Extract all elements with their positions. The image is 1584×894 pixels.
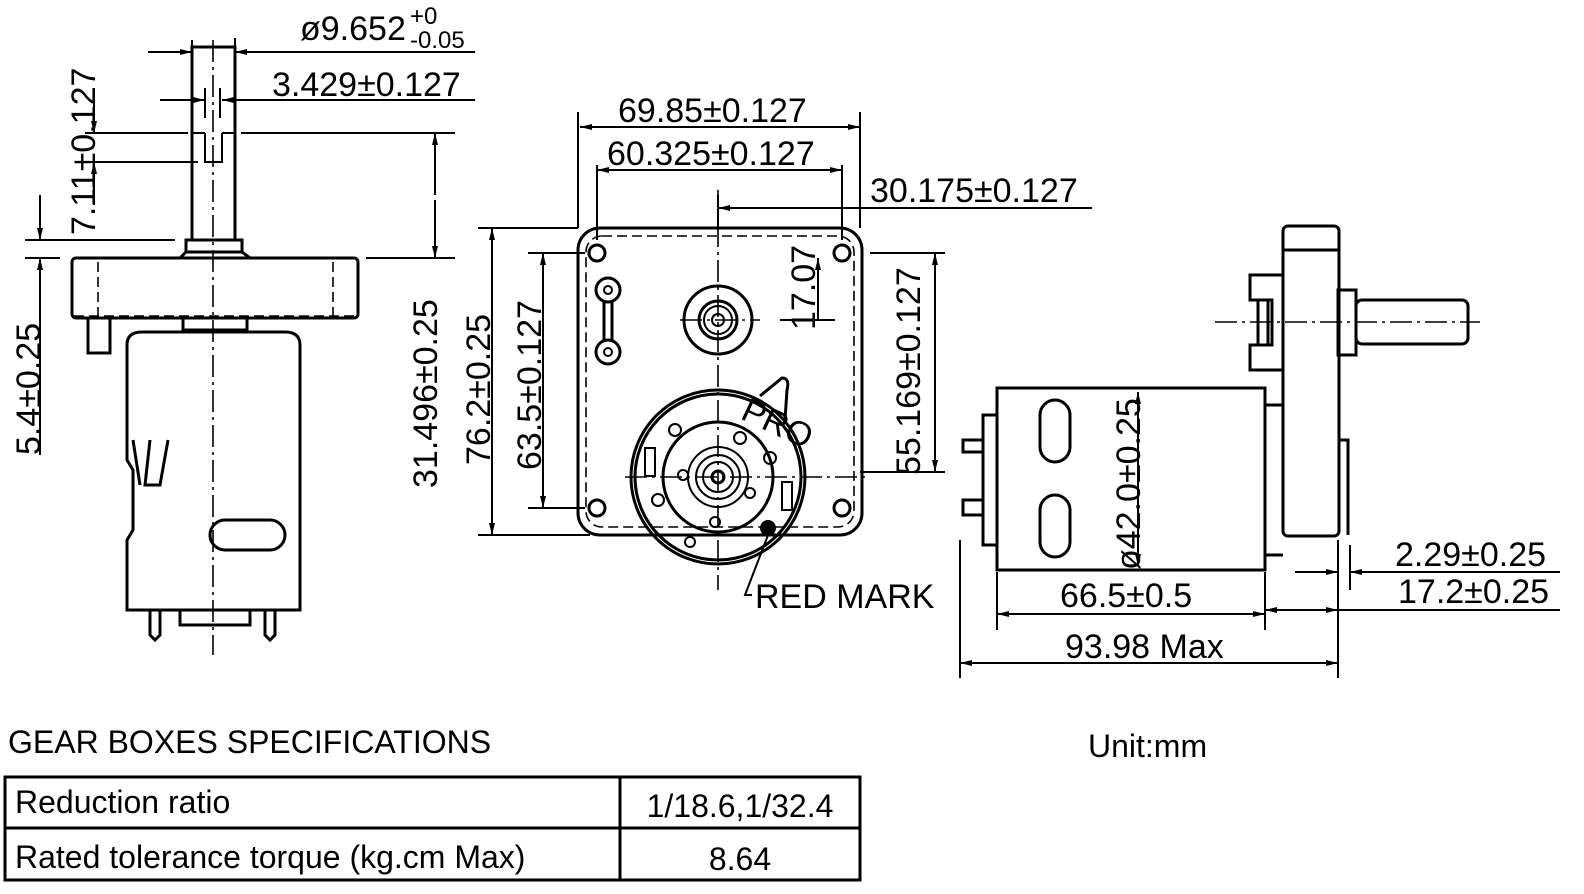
- spec-value: 8.64: [709, 841, 771, 877]
- side-view-left: [70, 40, 360, 655]
- table-row: Rated tolerance torque (kg.cm Max) 8.64: [15, 839, 771, 877]
- dim-shaft-length: 31.496±0.25: [407, 299, 445, 488]
- dim-overall-width: 69.85±0.127: [618, 92, 807, 130]
- dim-hole-spacing-x: 60.325±0.127: [607, 135, 815, 173]
- side-view-right: [961, 224, 1480, 572]
- dim-flange-gap: 2.29±0.25: [1395, 536, 1546, 574]
- spec-label: Rated tolerance torque (kg.cm Max): [15, 839, 525, 875]
- dim-flat-depth: 7.11±0.127: [65, 68, 103, 235]
- spec-label: Reduction ratio: [15, 784, 230, 820]
- dim-shaft-diameter: ø9.652: [300, 10, 406, 48]
- red-mark-dot: [760, 520, 776, 536]
- unit-label: Unit:mm: [1088, 728, 1207, 764]
- right-view-dimensions: ø42.0±0.25 66.5±0.5 17.2±0.25 2.29±0.25 …: [959, 392, 1560, 678]
- dim-shaft-offset-y: 17.07: [785, 245, 823, 330]
- left-view-dimensions: ø9.652 +0 -0.05 3.429±0.127 7.11±0.127 5…: [10, 3, 475, 488]
- dim-shaft-offset-x: 30.175±0.127: [870, 172, 1078, 210]
- red-mark-label: RED MARK: [755, 578, 935, 616]
- dim-shaft-tol-upper: +0: [410, 3, 437, 30]
- specs-table: Reduction ratio 1/18.6,1/32.4 Rated tole…: [3, 775, 862, 882]
- brand-mark: PRO: [736, 391, 819, 457]
- dim-hole-spacing-y: 63.5±0.127: [511, 300, 549, 470]
- dim-collar-height: 5.4±0.25: [10, 323, 48, 455]
- front-view-dimensions: 69.85±0.127 60.325±0.127 30.175±0.127 76…: [460, 92, 1092, 536]
- dim-shaft-tol-lower: -0.05: [410, 27, 465, 54]
- mounting-holes: [587, 243, 852, 518]
- dim-total-length: 93.98 Max: [1065, 628, 1224, 666]
- table-row: Reduction ratio 1/18.6,1/32.4: [15, 784, 833, 824]
- dim-flat-width: 3.429±0.127: [272, 66, 461, 104]
- dim-motor-offset-y: 55.169±0.127: [890, 267, 928, 475]
- dim-motor-diameter: ø42.0±0.25: [1110, 398, 1148, 570]
- specs-title: GEAR BOXES SPECIFICATIONS: [8, 724, 491, 760]
- dim-motor-length: 66.5±0.5: [1060, 577, 1192, 615]
- dim-gearbox-depth: 17.2±0.25: [1398, 573, 1549, 611]
- spec-value: 1/18.6,1/32.4: [647, 788, 834, 824]
- dim-overall-height: 76.2±0.25: [460, 314, 498, 465]
